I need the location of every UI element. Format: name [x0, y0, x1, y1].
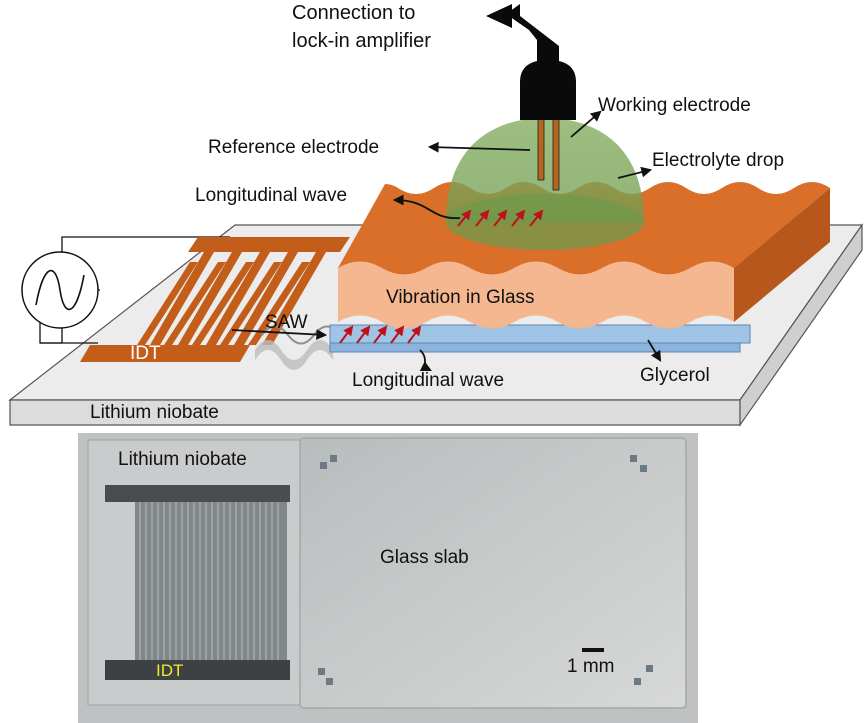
longitudinal-wave-top-label: Longitudinal wave: [195, 185, 348, 206]
vibration-in-glass-label: Vibration in Glass: [386, 287, 535, 308]
lithium-niobate-label: Lithium niobate: [90, 402, 219, 423]
device-photo: [78, 433, 698, 723]
glycerol-layer: [329, 324, 751, 353]
reference-electrode-label: Reference electrode: [208, 137, 380, 158]
leader-arrows: [231, 110, 662, 371]
scale-bar: [582, 648, 604, 652]
plug-icon: [486, 4, 576, 120]
glass-slab-label: Glass slab: [380, 547, 469, 568]
electrolyte-drop: [446, 118, 644, 250]
idt-label: IDT: [130, 343, 161, 364]
red-arrows-drop: [457, 209, 544, 227]
saw-label: SAW: [265, 312, 308, 333]
glycerol-label: Glycerol: [640, 365, 710, 386]
photo-idt-label: IDT: [156, 661, 184, 680]
connection-label-1: Connection to: [292, 2, 416, 24]
photo-lithium-niobate-label: Lithium niobate: [118, 449, 247, 470]
saw-ripples: [255, 325, 341, 370]
idt-fingers-photo: [139, 502, 279, 660]
alignment-marks: [318, 455, 653, 685]
red-arrows-glycerol: [339, 325, 422, 344]
idt-electrode: [80, 237, 350, 362]
working-electrode-label: Working electrode: [598, 95, 751, 116]
electrolyte-drop-label: Electrolyte drop: [652, 150, 785, 171]
longitudinal-wave-bottom-label: Longitudinal wave: [352, 370, 505, 391]
scale-bar-label: 1 mm: [567, 656, 615, 677]
connection-label-2: lock-in amplifier: [292, 30, 431, 52]
ac-source-icon: [21, 236, 230, 344]
